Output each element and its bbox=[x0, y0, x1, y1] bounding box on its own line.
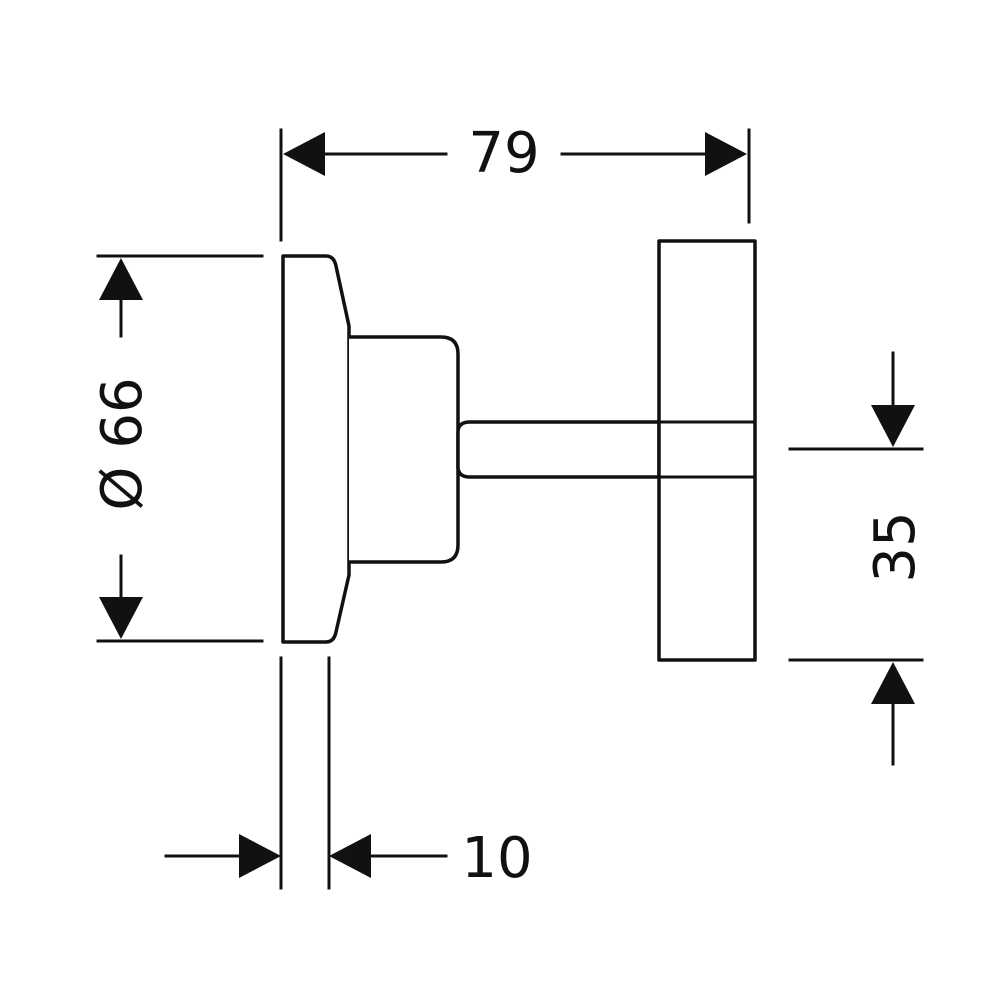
arrow-down bbox=[99, 597, 143, 639]
dimension-overall-length: 79 bbox=[279, 121, 751, 242]
arrow-left bbox=[329, 834, 371, 878]
arrow-down bbox=[871, 405, 915, 447]
cross-handle bbox=[657, 239, 757, 662]
dimension-flange-thickness: 10 bbox=[164, 656, 533, 891]
base-flange bbox=[281, 254, 351, 644]
dimension-handle-width: 35 bbox=[788, 351, 928, 766]
dimension-label-overall-length: 79 bbox=[468, 121, 539, 186]
arrow-up bbox=[99, 258, 143, 300]
arrow-up bbox=[871, 662, 915, 704]
dimension-diameter: Ø 66 bbox=[90, 254, 264, 643]
collar bbox=[349, 335, 460, 564]
arrow-right bbox=[705, 132, 747, 176]
dimension-label-handle-width: 35 bbox=[863, 511, 928, 582]
part-outline bbox=[281, 239, 757, 662]
dimension-label-diameter: Ø 66 bbox=[90, 377, 155, 510]
arrow-left bbox=[283, 132, 325, 176]
dimension-label-flange-thickness: 10 bbox=[461, 826, 532, 891]
spindle bbox=[456, 420, 661, 479]
arrow-right bbox=[239, 834, 281, 878]
